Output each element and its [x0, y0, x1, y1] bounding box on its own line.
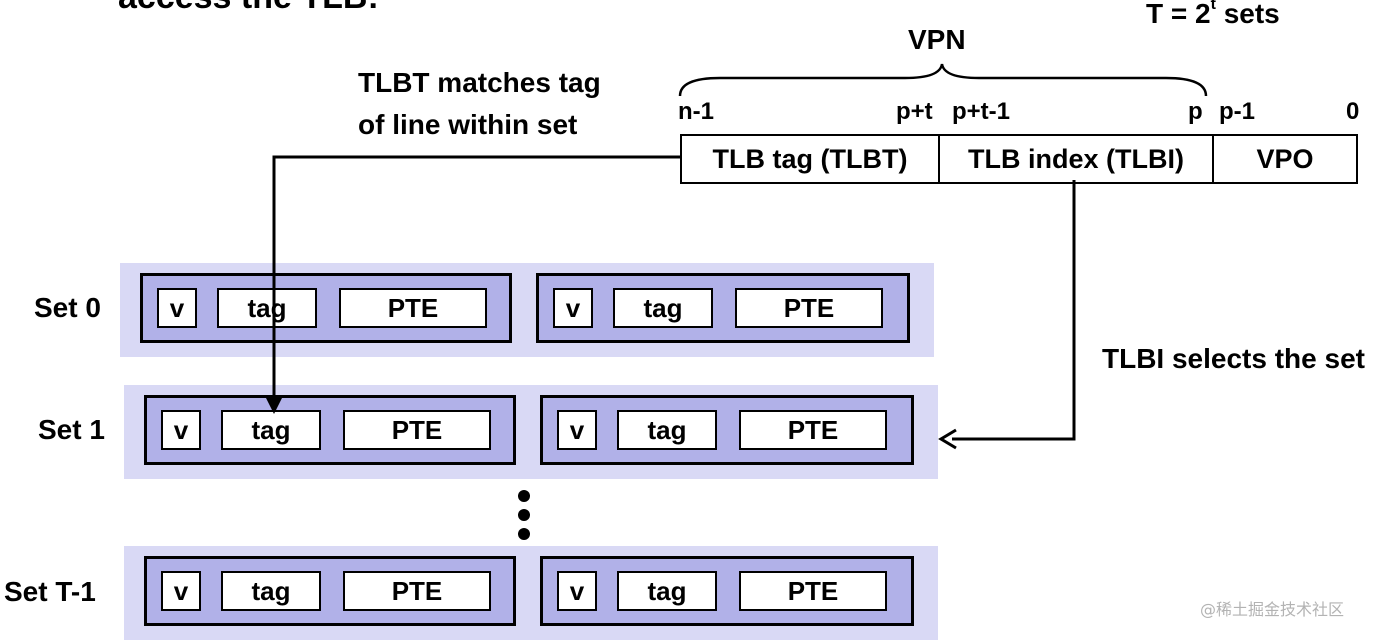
tag-cell: tag — [613, 288, 713, 328]
pte-cell: PTE — [339, 288, 487, 328]
tlbi-arrowhead-icon — [938, 428, 957, 450]
t-sets-label: T = 2t sets — [1146, 0, 1280, 29]
set-t-minus-1-line-1: v tag PTE — [540, 556, 914, 626]
pte-cell: PTE — [739, 410, 887, 450]
set-label-0: Set 0 — [34, 292, 101, 323]
pte-cell: PTE — [343, 410, 491, 450]
set-t-minus-1-line-0: v tag PTE — [144, 556, 516, 626]
tlbt-note: TLBT matches tag of line within set — [358, 62, 601, 146]
set-label-1: Set 1 — [38, 414, 105, 445]
valid-bit: v — [161, 571, 201, 611]
watermark: @稀土掘金技术社区 — [1200, 600, 1345, 619]
field-tlbi: TLB index (TLBI) — [940, 136, 1214, 182]
tlbt-note-line-1: TLBT matches tag — [358, 67, 601, 98]
set-0: v tag PTE v tag PTE — [120, 263, 934, 357]
set-t-minus-1: v tag PTE v tag PTE — [124, 546, 938, 640]
valid-bit: v — [557, 571, 597, 611]
pte-cell: PTE — [735, 288, 883, 328]
set-label-t-minus-1: Set T-1 — [4, 576, 96, 607]
vpn-field-row: TLB tag (TLBT) TLB index (TLBI) VPO — [680, 134, 1358, 184]
tag-cell: tag — [221, 571, 321, 611]
bit-label-p-plus-t-minus-1: p+t-1 — [952, 98, 1011, 125]
pte-cell: PTE — [739, 571, 887, 611]
pte-cell: PTE — [343, 571, 491, 611]
valid-bit: v — [557, 410, 597, 450]
valid-bit: v — [161, 410, 201, 450]
valid-bit: v — [157, 288, 197, 328]
tag-cell: tag — [217, 288, 317, 328]
set-1-line-1: v tag PTE — [540, 395, 914, 465]
field-tlbt: TLB tag (TLBT) — [682, 136, 940, 182]
field-vpo: VPO — [1256, 143, 1314, 174]
bit-label-n-minus-1: n-1 — [678, 98, 714, 125]
vpn-label: VPN — [908, 24, 966, 55]
bit-label-p: p — [1188, 98, 1203, 125]
heading-fragment: access the TLB: — [118, 0, 379, 17]
tlbi-arrow — [952, 180, 1076, 441]
set-1: v tag PTE v tag PTE — [124, 385, 938, 479]
valid-bit: v — [553, 288, 593, 328]
ellipsis-dots-icon — [518, 490, 530, 547]
tag-cell: tag — [617, 410, 717, 450]
bit-label-zero: 0 — [1346, 98, 1360, 125]
vpn-brace-icon — [678, 63, 1208, 97]
bit-label-p-minus-1: p-1 — [1219, 98, 1255, 125]
set-1-line-0: v tag PTE — [144, 395, 516, 465]
tag-cell: tag — [617, 571, 717, 611]
tlbt-note-line-2: of line within set — [358, 109, 578, 140]
tag-cell: tag — [221, 410, 321, 450]
bit-label-p-plus-t: p+t — [896, 98, 933, 125]
set-0-line-1: v tag PTE — [536, 273, 910, 343]
tlbi-note: TLBI selects the set — [1102, 343, 1365, 374]
set-0-line-0: v tag PTE — [140, 273, 512, 343]
